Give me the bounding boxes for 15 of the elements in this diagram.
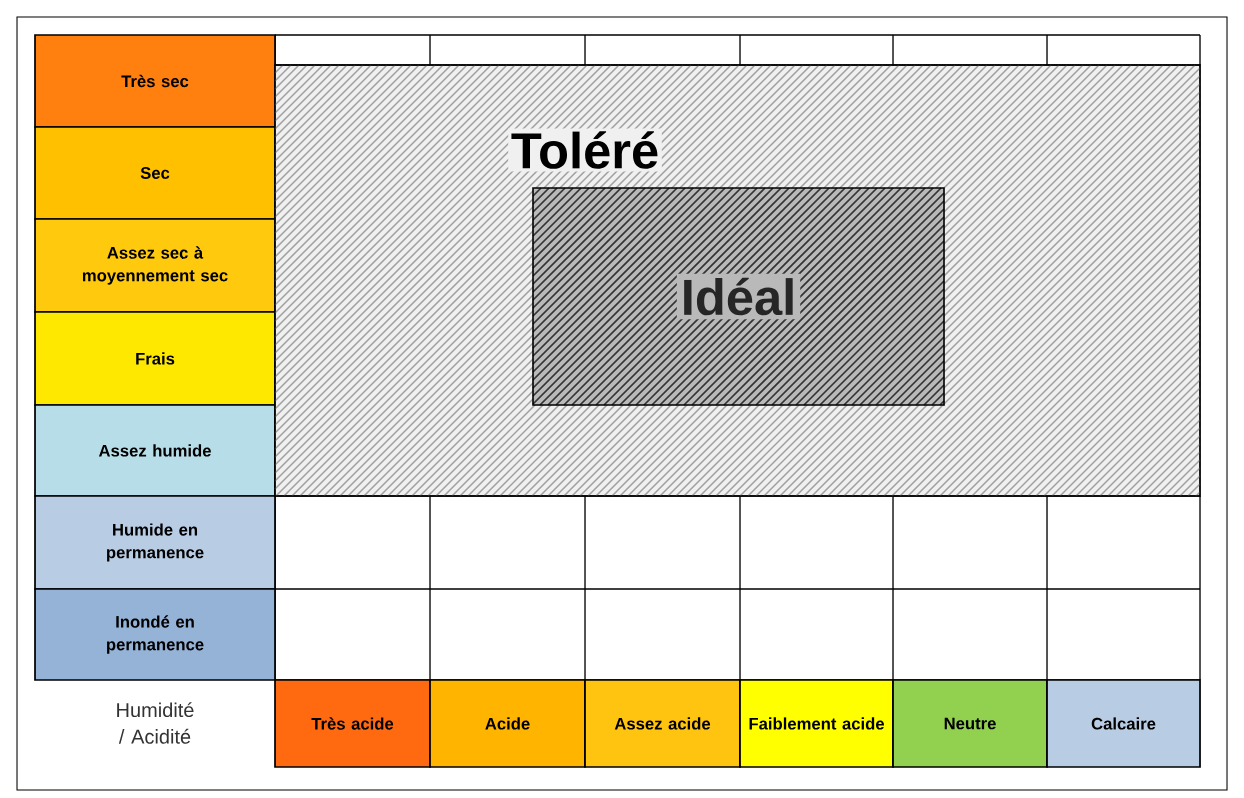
humidity-cell: Assez humide	[34, 404, 276, 497]
humidity-cell: Inondé en permanence	[34, 588, 276, 681]
ideal-zone: Idéal	[532, 187, 945, 406]
humidity-cell: Très sec	[34, 34, 276, 128]
acidity-cell: Neutre	[892, 679, 1048, 768]
acidity-cell: Acide	[429, 679, 586, 768]
humidity-cell: Frais	[34, 311, 276, 406]
acidity-cell: Assez acide	[584, 679, 741, 768]
humidity-cell: Humide en permanence	[34, 495, 276, 590]
acidity-cell: Faiblement acide	[739, 679, 894, 768]
acidity-cell: Calcaire	[1046, 679, 1201, 768]
humidity-cell: Assez sec à moyennement sec	[34, 218, 276, 313]
acidity-cell: Très acide	[274, 679, 431, 768]
axis-label: Humidité / Acidité	[117, 702, 194, 744]
humidity-cell: Sec	[34, 126, 276, 220]
